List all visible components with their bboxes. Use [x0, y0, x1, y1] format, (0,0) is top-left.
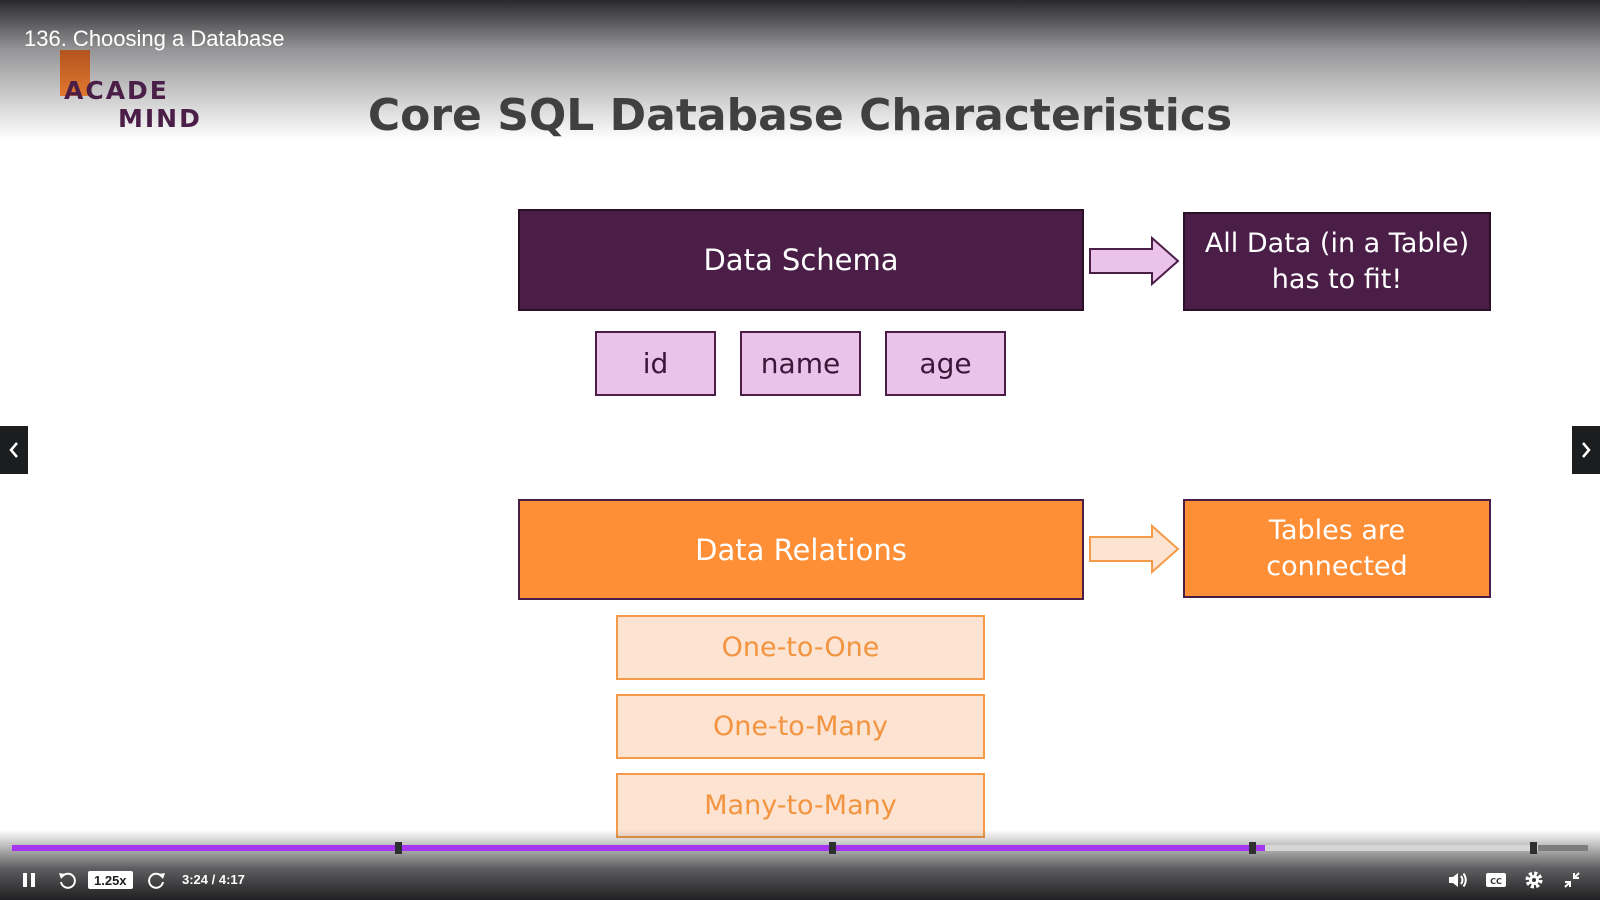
data-relations-box: Data Relations [518, 499, 1084, 600]
volume-button[interactable] [1444, 866, 1472, 894]
field-label: id [642, 347, 669, 380]
exit-fullscreen-icon [1564, 872, 1580, 888]
slide-title: Core SQL Database Characteristics [367, 90, 1233, 141]
data-schema-label: Data Schema [703, 243, 899, 277]
progress-fill [12, 845, 1265, 851]
relations-result-box: Tables are connected [1183, 499, 1491, 598]
captions-icon: CC [1486, 873, 1506, 887]
schema-result-line1: All Data (in a Table) [1204, 227, 1470, 259]
field-label: name [760, 347, 841, 380]
chapter-marker-4[interactable] [1529, 842, 1537, 854]
logo-bar [60, 50, 90, 96]
chevron-left-icon [9, 442, 18, 458]
rewind-button[interactable] [54, 866, 80, 894]
playback-speed-button[interactable]: 1.25x [88, 871, 133, 889]
chapter-marker-1[interactable] [395, 842, 403, 854]
forward-icon [148, 872, 165, 889]
relation-type-one-to-many: One-to-Many [616, 694, 985, 759]
relation-type-label: One-to-One [721, 632, 880, 663]
field-box-id: id [595, 331, 716, 396]
field-box-age: age [885, 331, 1006, 396]
field-label: age [919, 347, 972, 380]
relations-result-line1: Tables are [1268, 514, 1406, 546]
relation-type-label: One-to-Many [713, 711, 888, 742]
schema-result-line2: has to fit! [1271, 263, 1403, 295]
chapter-marker-2[interactable] [828, 842, 836, 854]
top-overlay [0, 0, 1600, 140]
previous-lecture-button[interactable] [0, 426, 28, 474]
progress-bar[interactable] [12, 842, 1588, 854]
next-lecture-button[interactable] [1572, 426, 1600, 474]
volume-icon [1449, 872, 1467, 888]
settings-button[interactable] [1520, 866, 1548, 894]
logo-line2: MIND [118, 104, 202, 133]
video-title: 136. Choosing a Database [24, 26, 285, 51]
relation-type-label: Many-to-Many [704, 790, 897, 821]
rewind-icon [59, 872, 76, 889]
schema-result-box: All Data (in a Table) has to fit! [1183, 212, 1491, 311]
relation-type-one-to-one: One-to-One [616, 615, 985, 680]
chevron-right-icon [1582, 442, 1591, 458]
pause-icon [23, 873, 35, 887]
logo-line1: ACADE [64, 76, 169, 105]
schema-arrow-icon [1089, 236, 1180, 286]
chapter-marker-3[interactable] [1249, 842, 1257, 854]
exit-fullscreen-button[interactable] [1558, 866, 1586, 894]
forward-button[interactable] [144, 866, 170, 894]
academind-logo: ACADE MIND [60, 50, 210, 140]
gear-icon [1525, 871, 1543, 889]
relations-result-line2: connected [1266, 550, 1408, 582]
data-schema-box: Data Schema [518, 209, 1084, 311]
relations-arrow-icon [1089, 524, 1180, 574]
svg-text:CC: CC [1490, 877, 1502, 886]
playback-time: 3:24 / 4:17 [182, 872, 245, 887]
player-controls: 1.25x 3:24 / 4:17 CC [0, 866, 1600, 894]
bottom-overlay [0, 830, 1600, 900]
data-relations-label: Data Relations [695, 532, 907, 567]
pause-button[interactable] [16, 866, 42, 894]
relation-type-many-to-many: Many-to-Many [616, 773, 985, 838]
field-box-name: name [740, 331, 861, 396]
captions-button[interactable]: CC [1482, 866, 1510, 894]
